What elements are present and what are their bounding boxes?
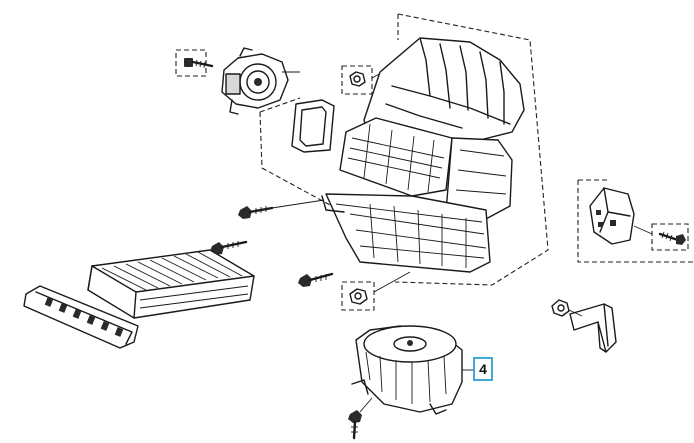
leader-blower-screw <box>359 397 373 413</box>
leader-screw-1 <box>271 199 325 209</box>
bracket[interactable] <box>569 303 617 353</box>
blower-screw[interactable] <box>348 410 362 440</box>
resistor-screw[interactable] <box>651 223 689 251</box>
leader-bracket <box>568 309 583 317</box>
assembly-outline-main <box>259 13 549 286</box>
blower-motor[interactable] <box>351 325 463 415</box>
screw-left-3[interactable] <box>298 272 334 287</box>
filter-cover[interactable] <box>23 285 139 349</box>
resistor[interactable] <box>589 187 635 245</box>
callout-4[interactable]: 4 <box>473 357 493 381</box>
heater-unit-housing[interactable] <box>321 37 525 273</box>
actuator-motor[interactable] <box>221 47 289 115</box>
nut-top[interactable] <box>341 65 373 95</box>
nut-bottom[interactable] <box>341 281 375 311</box>
screw-left-1[interactable] <box>238 206 274 219</box>
leader-resistor-screw <box>633 225 653 235</box>
leader-nut-bottom <box>373 271 411 293</box>
callout-4-label: 4 <box>479 361 487 377</box>
nut-bracket[interactable] <box>551 299 570 317</box>
resistor-group <box>577 179 694 263</box>
screw-top-left[interactable] <box>175 49 214 77</box>
seal-gasket[interactable] <box>291 99 335 153</box>
air-filter[interactable] <box>87 249 255 319</box>
